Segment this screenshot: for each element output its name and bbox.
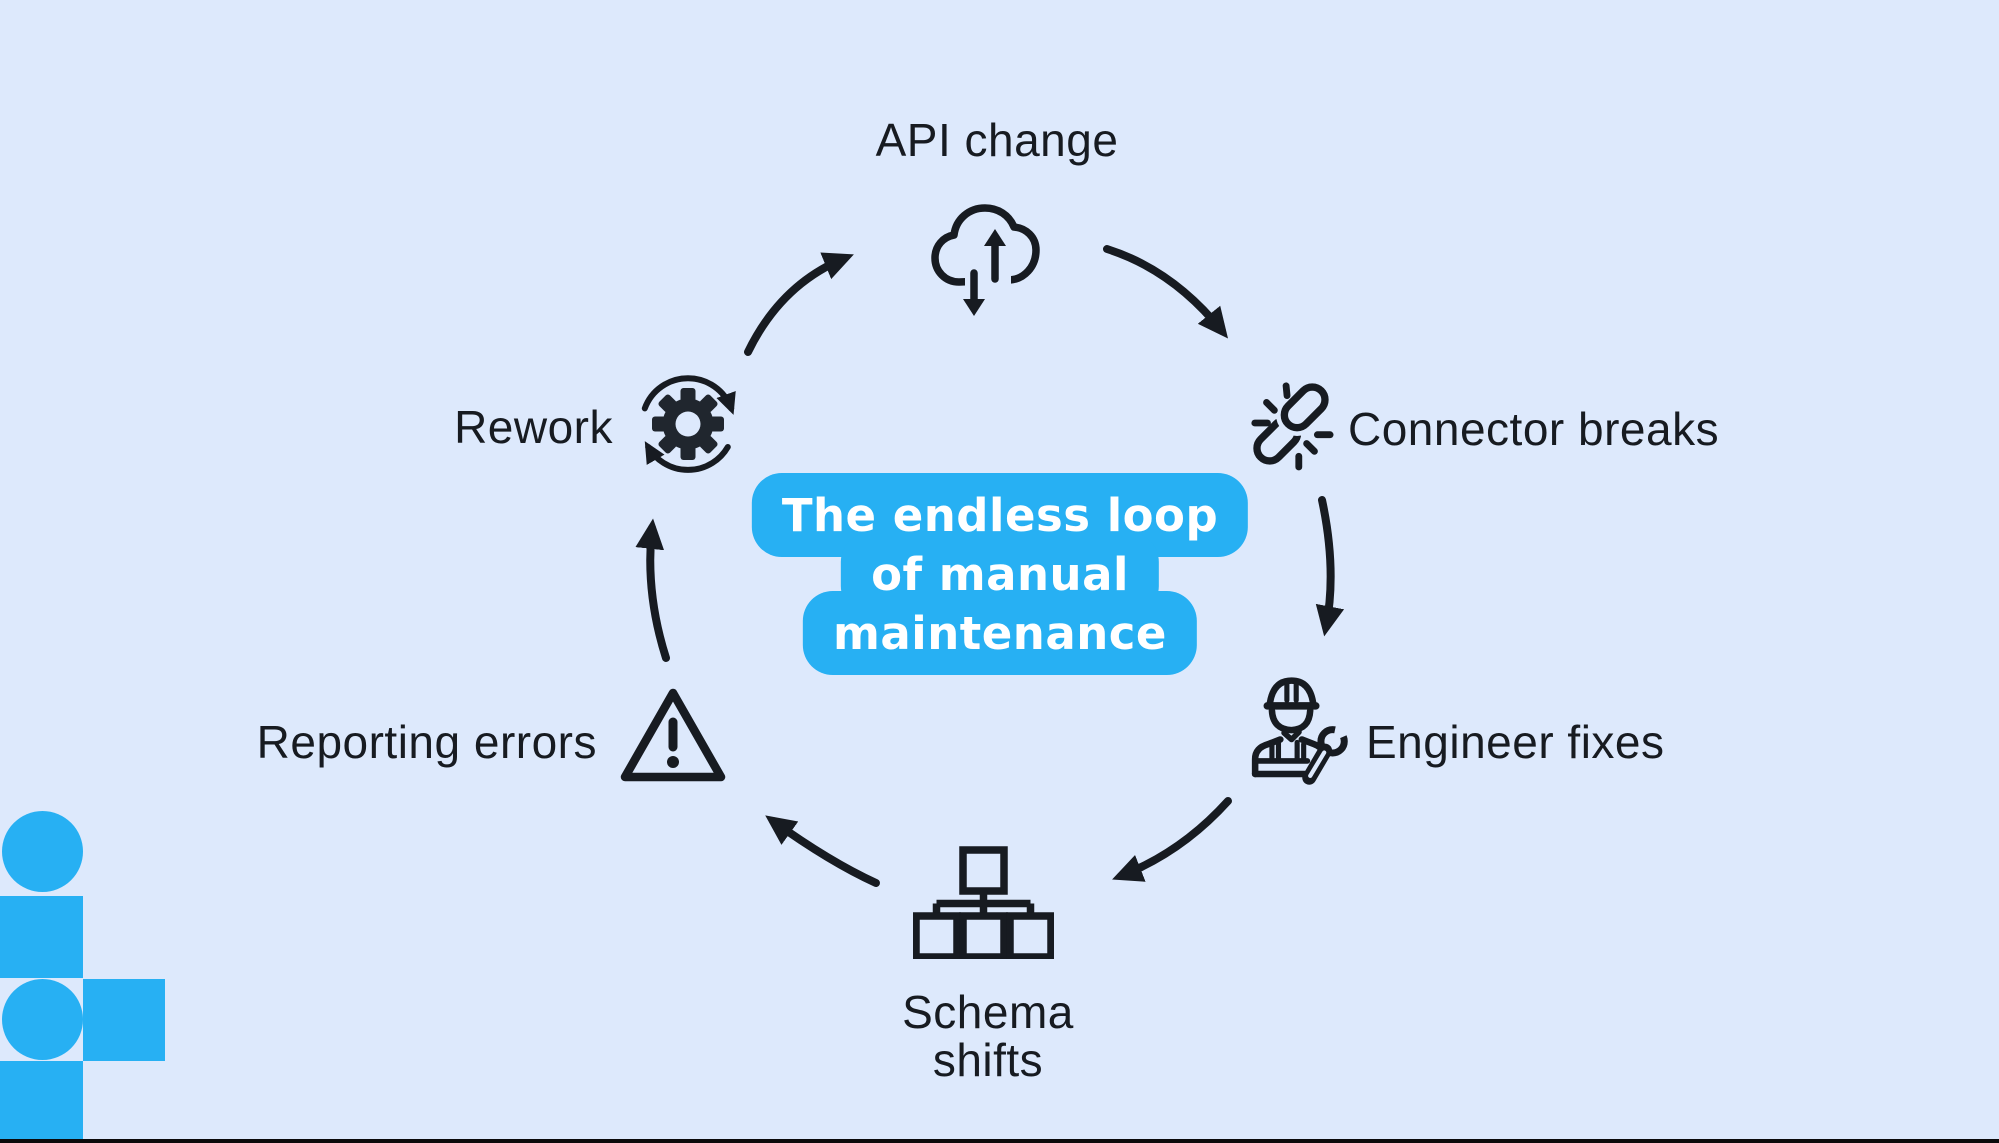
- broken-link-icon: [1251, 378, 1334, 471]
- title-badge: The endless loop of manual maintenance: [751, 473, 1249, 675]
- logo-square-upper: [0, 896, 83, 978]
- cloud-sync-icon: [931, 204, 1040, 316]
- engineer-wrench-icon: [1251, 677, 1355, 785]
- api-change-label: API change: [875, 114, 1119, 166]
- engineer-fixes-label: Engineer fixes: [1366, 716, 1665, 768]
- schema-tree-icon: [913, 846, 1054, 959]
- arrow-schema-shifts-to-reporting-errors: [765, 815, 880, 887]
- title-badge-line-1: The endless loop: [751, 473, 1249, 557]
- title-badge-line-3: maintenance: [803, 591, 1197, 675]
- warning-triangle-icon: [620, 688, 726, 782]
- schema-shifts-label-line-2: shifts: [932, 1034, 1044, 1086]
- connector-breaks-label: Connector breaks: [1348, 403, 1720, 455]
- gear: [652, 388, 724, 460]
- arrow-connector-breaks-to-engineer-fixes: [1315, 496, 1345, 637]
- gear-refresh-icon: [641, 375, 736, 473]
- bottom-edge-bar: [0, 1139, 1999, 1143]
- reporting-errors-label: Reporting errors: [256, 716, 597, 768]
- schema-shifts-label-line-1: Schema: [902, 986, 1074, 1038]
- schema-shifts-label: Schema shifts: [902, 988, 1074, 1084]
- rework-label: Rework: [454, 401, 613, 453]
- logo-circle-top: [2, 811, 83, 892]
- arrow-rework-to-api-change: [744, 252, 854, 356]
- arrow-api-change-to-connector-breaks: [1103, 245, 1229, 339]
- logo-square-lower: [0, 1061, 83, 1143]
- arrow-engineer-fixes-to-schema-shifts: [1112, 797, 1232, 882]
- logo-square-right: [83, 979, 165, 1061]
- arrow-reporting-errors-to-rework: [635, 518, 670, 662]
- logo-circle-bottom: [2, 979, 83, 1060]
